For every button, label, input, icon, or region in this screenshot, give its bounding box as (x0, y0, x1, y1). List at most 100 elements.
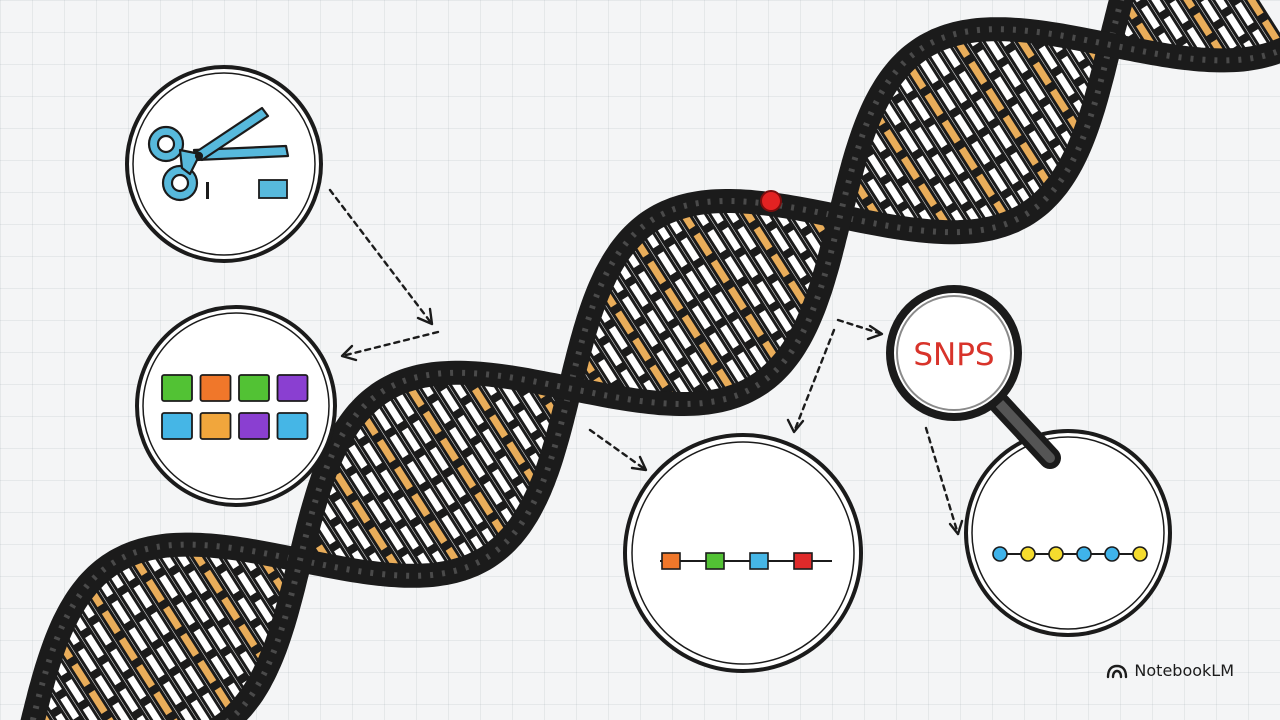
base-pair-fill (60, 621, 130, 720)
snp-bead-panel (964, 429, 1172, 637)
base-pair-fill (736, 199, 815, 316)
base-pair-rung (126, 550, 241, 719)
grid-cell-orange (199, 374, 232, 402)
snp-bead-yellow (1048, 546, 1064, 562)
base-pair-fill (877, 93, 970, 234)
base-pair-fill (979, 27, 1073, 169)
base-pair-fill (461, 370, 543, 493)
base-pair-fill (598, 283, 680, 406)
snp-bead-light_blue (992, 546, 1008, 562)
chain-marker-cyan (749, 552, 769, 570)
base-pair-rung (82, 581, 182, 720)
grid-cell-amber (199, 412, 232, 440)
base-pair-fill (445, 371, 536, 507)
base-pair-rung (1227, 0, 1276, 58)
base-pair-fill (604, 269, 696, 406)
base-pair-fill (171, 543, 264, 683)
base-pair-rung (947, 30, 1059, 195)
dna-backbone (20, 0, 1280, 720)
base-pair-fill (591, 298, 663, 405)
snp-bead-yellow (1132, 546, 1148, 562)
base-pair-fill (1167, 0, 1213, 62)
base-pair-fill (104, 564, 210, 720)
base-pair-fill (964, 29, 1065, 182)
base-pair-rung (73, 592, 166, 720)
base-pair-fill (1247, 0, 1280, 52)
snp-bead-light_blue (1076, 546, 1092, 562)
notebooklm-watermark: NotebookLM (1106, 661, 1234, 680)
brand-name: NotebookLM (1134, 661, 1234, 680)
grid-cell-purple (276, 374, 309, 402)
grid-cell-cyan (161, 412, 193, 440)
base-pair-fill (320, 475, 388, 577)
base-pair-rung (139, 545, 250, 709)
base-pair-fill (612, 255, 711, 405)
base-pair-fill (116, 557, 226, 720)
snp-bead-yellow (1020, 546, 1036, 562)
base-pair-fill (651, 216, 763, 386)
base-pair-rung (1147, 0, 1199, 63)
base-pair-fill (326, 459, 405, 578)
base-pair-rung (891, 67, 1002, 231)
base-pair-fill (340, 431, 437, 577)
base-pair-fill (1215, 0, 1260, 60)
base-pair-fill (416, 374, 520, 532)
mutation-point (760, 190, 782, 212)
base-pair-rung (354, 406, 467, 573)
base-pair-fill (857, 138, 921, 232)
arrow-snps-to-beads (924, 426, 960, 536)
base-pair-fill (690, 202, 793, 357)
base-pair-fill (367, 398, 478, 567)
base-pair-fill (863, 122, 938, 234)
base-pair-fill (156, 544, 256, 696)
base-pair-fill (332, 445, 421, 578)
base-pair-fill (640, 224, 751, 393)
base-pair-fill (913, 50, 1025, 219)
base-pair-fill (478, 371, 549, 477)
grid-cell-cyan (276, 412, 309, 440)
base-pair-fill (378, 390, 490, 560)
base-pair-fill (203, 543, 277, 654)
base-pair-rung (1179, 0, 1232, 64)
arrow-scissors-to-helix (328, 188, 434, 326)
dna-fragment-block (258, 179, 288, 199)
marker-chain-panel (623, 433, 863, 673)
arrow-helix-to-grid (340, 330, 440, 358)
base-pair-fill (94, 573, 194, 720)
base-pair-fill (663, 210, 774, 378)
base-pair-fill (884, 80, 985, 232)
strand-texture (224, 26, 1280, 720)
scissors-icon (147, 106, 290, 202)
base-pair-fill (389, 383, 501, 552)
base-pair-fill (1028, 29, 1092, 124)
base-pair-fill (720, 199, 808, 331)
base-pair-fill (430, 372, 528, 520)
connector-arrows (328, 188, 960, 536)
base-pair-fill (753, 200, 821, 301)
grid-cell-green (161, 374, 193, 402)
dna-fragment-small (206, 182, 209, 199)
scissors-panel (125, 65, 323, 263)
chain-marker-red (793, 552, 813, 570)
arrow-helix-to-chain (588, 428, 648, 472)
base-pair-rung (618, 242, 728, 404)
base-pair-rung (673, 203, 786, 370)
grid-cell-purple (238, 412, 270, 440)
magnifying-glass-icon: SNPS (886, 285, 1061, 469)
base-pair-fill (495, 373, 555, 461)
arrow-helix-to-snps (836, 318, 884, 336)
base-pair-fill (1199, 0, 1245, 62)
base-pair-fill (924, 42, 1036, 212)
grid-cell-green (238, 374, 270, 402)
base-pair-fill (869, 107, 955, 235)
base-pair-rung (400, 377, 513, 545)
notebooklm-logo-icon (1107, 664, 1128, 678)
base-pair-fill (704, 200, 801, 345)
base-pair-fill (48, 651, 98, 720)
base-pair-fill (348, 419, 451, 575)
chain-marker-green (705, 552, 725, 570)
base-pair-fill (54, 636, 114, 720)
snps-label: SNPS (913, 337, 994, 373)
base-pair-fill (67, 607, 146, 720)
